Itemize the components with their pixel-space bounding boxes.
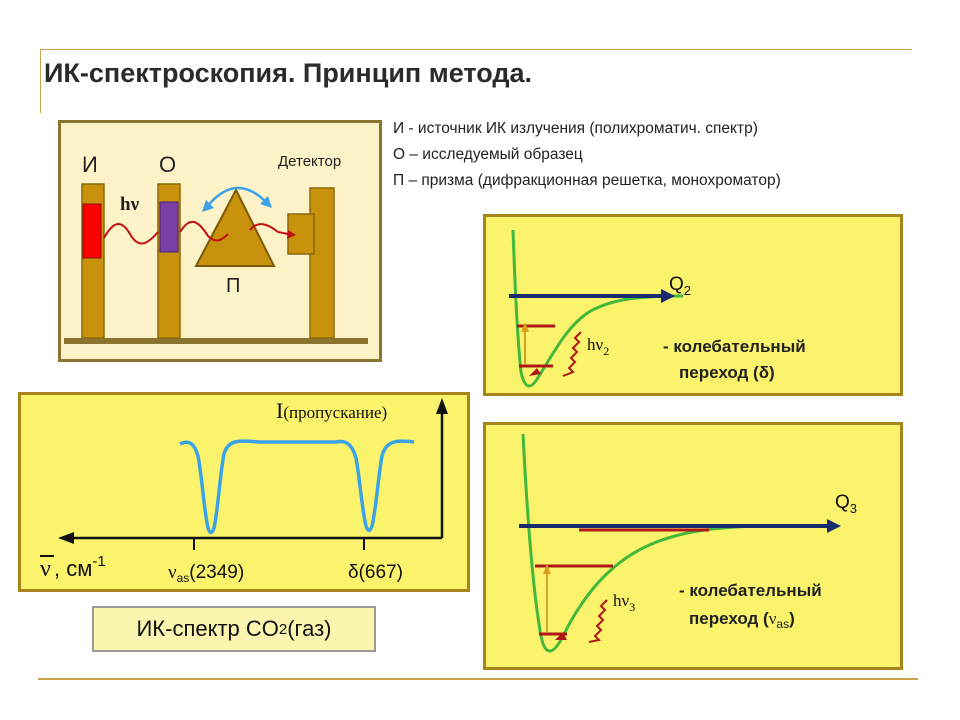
q-label-delta: Q2 [669,274,691,298]
photon-squiggle-nu-as [588,599,608,643]
prism-rotation-arc [205,186,269,209]
footer-rule [38,678,918,680]
caption-tail: (газ) [287,616,332,641]
photon-arrowhead-nu-as [555,632,567,640]
q-axis-arrowhead-nu-as [827,519,841,533]
peak-nu-as-label: νas(2349) [168,562,244,585]
detector-label: Детектор [278,153,341,170]
photon-squiggle-delta [562,331,582,377]
desc-line2-nu-as: переход (νas) [689,609,795,631]
sample-cell [159,201,179,253]
ir-beam-wave [103,221,289,245]
slide-title: ИК-спектроскопия. Принцип метода. [44,58,533,88]
peak-delta-label: δ(667) [348,562,403,583]
legend-sample: О – исследуемый образец [393,146,583,163]
quantum-label-delta: hν2 [587,335,609,358]
morse-curve-delta [511,229,684,388]
prism-label: П [226,275,240,297]
spectrum-panel: I(пропускание) ν , см-1 νas(2349) δ(667) [18,392,470,592]
caption-main: ИК-спектр CO [136,616,279,641]
photon-arrowhead-delta [529,368,541,376]
apparatus-base [64,338,368,344]
title-rule-left [40,49,41,113]
rotation-arrowhead-right [260,196,272,208]
source-emitter [82,203,102,259]
source-label: И [82,152,98,177]
x-axis-unit: , см-1 [54,553,106,581]
beam-arrowhead [287,230,296,239]
caption-sub: 2 [278,620,288,638]
photon-label: hν [120,194,140,215]
transmission-curve [179,439,415,535]
transition-arrowhead-delta [521,322,529,332]
x-axis-symbol: ν [40,556,51,582]
rotation-arrowhead-left [202,200,214,212]
detector-column [309,187,335,339]
desc-line1-delta: - колебательный [663,337,806,356]
desc-line1-nu-as: - колебательный [679,581,822,600]
quantum-label-nu-as: hν3 [613,591,635,614]
spectrum-frame [18,392,470,592]
y-axis-arrowhead [436,398,448,414]
prism-shape [194,187,276,267]
legend-prism: П – призма (дифракционная решетка, монох… [393,172,781,189]
apparatus-diagram: И О Детектор hν П [58,120,382,362]
sample-label: О [159,152,176,177]
panel-frame-delta [483,214,903,396]
panel-frame-nu-as [483,422,903,670]
transition-arrowhead-nu-as [543,564,551,574]
q-label-nu-as: Q3 [835,492,857,516]
potential-panel-nu-as: Q3 hν3 - колебательный переход (νas) [483,422,903,670]
legend-source: И - источник ИК излучения (полихроматич.… [393,120,758,137]
x-axis-arrowhead [58,532,74,544]
title-rule-top [40,49,912,50]
q-axis-arrowhead-delta [661,289,675,303]
y-axis-label: I(пропускание) [276,398,387,423]
potential-panel-delta: Q2 hν2 - колебательный переход (δ) [483,214,903,396]
desc-line2-delta: переход (δ) [679,363,775,382]
